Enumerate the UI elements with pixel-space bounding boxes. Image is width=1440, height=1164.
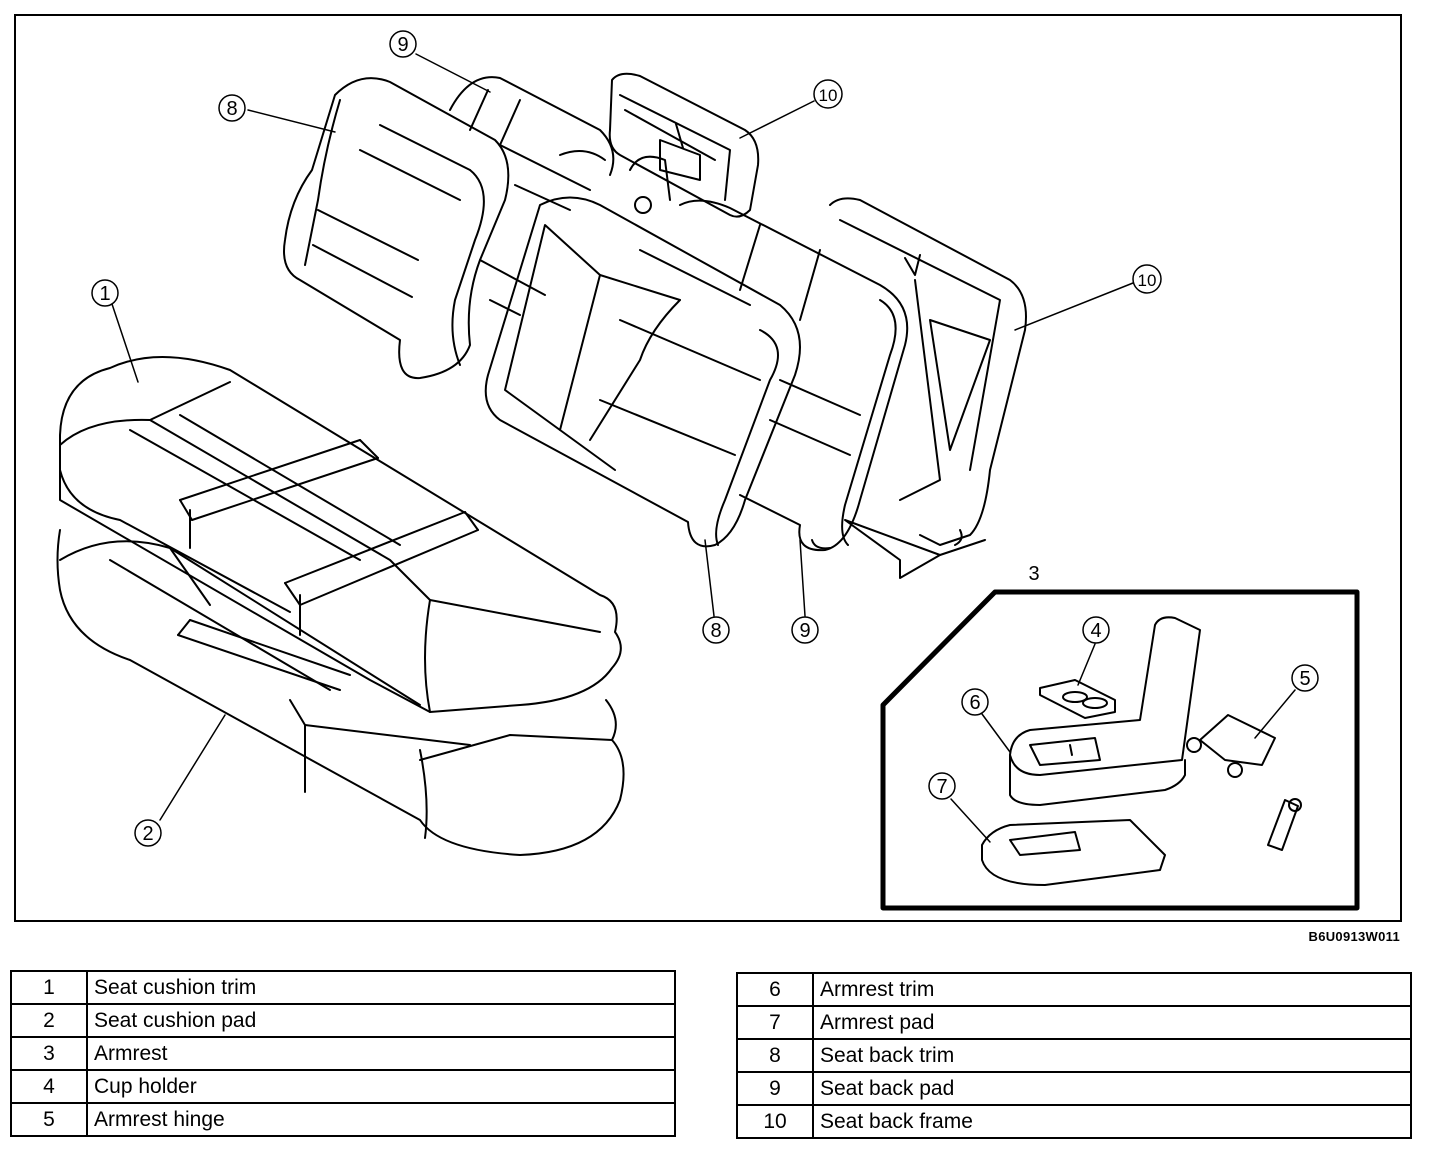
legend-number: 3 bbox=[10, 1036, 88, 1071]
center-seat-back-pad-drawing bbox=[679, 199, 909, 552]
callout-5: 5 bbox=[1291, 664, 1319, 692]
callout-1: 1 bbox=[91, 279, 119, 307]
svg-text:10: 10 bbox=[819, 86, 838, 105]
left-seat-back-pad-drawing bbox=[449, 76, 615, 316]
svg-text:1: 1 bbox=[99, 283, 110, 305]
callout-6: 6 bbox=[961, 688, 989, 716]
seat-cushion-trim-drawing bbox=[59, 356, 622, 713]
legend-label: Seat back frame bbox=[812, 1104, 1412, 1139]
center-seat-back-trim-drawing bbox=[484, 196, 801, 548]
legend-number: 5 bbox=[10, 1102, 88, 1137]
seat-cushion-pad-drawing bbox=[56, 529, 625, 856]
exploded-seat-diagram: 1 2 3 4 5 6 7 8 8 9 9 10 10 bbox=[56, 30, 1360, 911]
callout-markers: 1 2 3 4 5 6 7 8 8 9 9 10 10 bbox=[91, 30, 1319, 847]
svg-text:7: 7 bbox=[936, 776, 947, 798]
right-seat-back-frame-drawing bbox=[829, 197, 1027, 579]
legend-number: 8 bbox=[736, 1038, 814, 1073]
legend-number: 9 bbox=[736, 1071, 814, 1106]
callout-3: 3 bbox=[1028, 563, 1039, 585]
legend-label: Armrest hinge bbox=[86, 1102, 676, 1137]
svg-text:8: 8 bbox=[710, 620, 721, 642]
legend-label: Cup holder bbox=[86, 1069, 676, 1104]
callout-8-lower: 8 bbox=[702, 616, 730, 644]
svg-text:4: 4 bbox=[1090, 620, 1101, 642]
callout-8-upper: 8 bbox=[218, 94, 246, 122]
legend-number: 6 bbox=[736, 972, 814, 1007]
legend-label: Seat cushion pad bbox=[86, 1003, 676, 1038]
armrest-pad-drawing bbox=[981, 819, 1166, 886]
svg-text:2: 2 bbox=[142, 823, 153, 845]
diagram-frame bbox=[14, 14, 1402, 922]
legend-label: Seat back trim bbox=[812, 1038, 1412, 1073]
armrest-trim-drawing bbox=[1009, 616, 1201, 806]
figure-code: B6U0913W011 bbox=[1308, 929, 1400, 944]
svg-text:6: 6 bbox=[969, 692, 980, 714]
svg-text:3: 3 bbox=[1028, 563, 1039, 585]
legend-number: 7 bbox=[736, 1005, 814, 1040]
callout-10-upper: 10 bbox=[813, 79, 843, 109]
callout-7: 7 bbox=[928, 772, 956, 800]
callout-9-upper: 9 bbox=[389, 30, 417, 58]
svg-text:10: 10 bbox=[1138, 271, 1157, 290]
legend-label: Armrest bbox=[86, 1036, 676, 1071]
callout-4: 4 bbox=[1082, 616, 1110, 644]
legend-number: 4 bbox=[10, 1069, 88, 1104]
svg-text:9: 9 bbox=[799, 620, 810, 642]
callout-9-lower: 9 bbox=[791, 616, 819, 644]
cup-holder-drawing bbox=[1039, 679, 1116, 719]
leader-lines bbox=[111, 53, 1296, 843]
callout-2: 2 bbox=[134, 819, 162, 847]
legend-label: Armrest trim bbox=[812, 972, 1412, 1007]
legend-label: Seat cushion trim bbox=[86, 970, 676, 1005]
legend-number: 2 bbox=[10, 1003, 88, 1038]
armrest-detail-box bbox=[880, 589, 1360, 911]
legend-number: 1 bbox=[10, 970, 88, 1005]
callout-10-lower: 10 bbox=[1132, 264, 1162, 294]
svg-text:5: 5 bbox=[1299, 668, 1310, 690]
svg-text:8: 8 bbox=[226, 98, 237, 120]
svg-text:9: 9 bbox=[397, 34, 408, 56]
upper-seat-back-frame-drawing bbox=[608, 72, 760, 218]
legend-label: Armrest pad bbox=[812, 1005, 1412, 1040]
legend-number: 10 bbox=[736, 1104, 814, 1139]
armrest-hinge-drawing bbox=[1186, 714, 1302, 851]
left-seat-back-trim-drawing bbox=[283, 77, 510, 380]
legend-label: Seat back pad bbox=[812, 1071, 1412, 1106]
